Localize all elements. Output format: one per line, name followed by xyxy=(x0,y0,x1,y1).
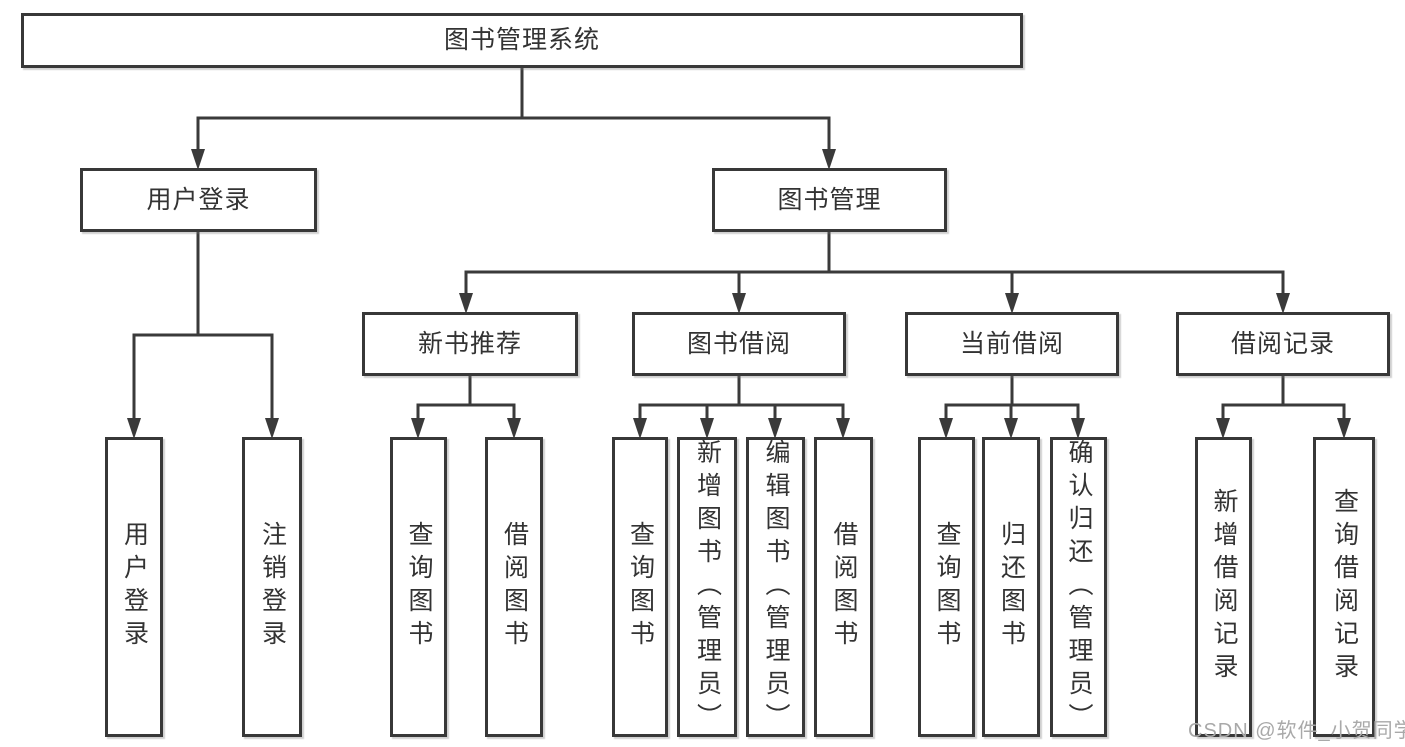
node-login: 用户登录 xyxy=(105,437,163,737)
node-br-query-record: 查询借阅记录 xyxy=(1313,437,1375,737)
node-bb-query-books: 查询图书 xyxy=(612,437,668,737)
node-bb-edit-books-label: 编辑图书（管理员） xyxy=(762,438,790,736)
node-logout-label: 注销登录 xyxy=(258,521,287,653)
node-cb-confirm-return-label: 确认归还（管理员） xyxy=(1065,438,1093,736)
node-borrow-records-label: 借阅记录 xyxy=(1230,329,1335,358)
node-book-mgmt: 图书管理 xyxy=(712,168,947,232)
node-cb-return-books-label: 归还图书 xyxy=(997,521,1026,653)
node-cb-query-books: 查询图书 xyxy=(918,437,975,737)
node-logout: 注销登录 xyxy=(242,437,302,737)
node-new-book-rec-label: 新书推荐 xyxy=(417,329,522,358)
node-user-login-label: 用户登录 xyxy=(146,185,251,214)
node-bb-borrow-books-label: 借阅图书 xyxy=(830,521,858,653)
node-bb-query-books-label: 查询图书 xyxy=(626,521,655,653)
node-current-borrow-label: 当前借阅 xyxy=(959,329,1064,358)
node-nbr-borrow-books-label: 借阅图书 xyxy=(500,521,529,653)
node-root: 图书管理系统 xyxy=(21,13,1023,68)
node-current-borrow: 当前借阅 xyxy=(905,312,1119,376)
node-bb-add-books-label: 新增图书（管理员） xyxy=(693,438,722,736)
node-br-add-record-label: 新增借阅记录 xyxy=(1210,488,1238,686)
node-cb-confirm-return: 确认归还（管理员） xyxy=(1050,437,1107,737)
node-book-borrow: 图书借阅 xyxy=(632,312,846,376)
node-book-borrow-label: 图书借阅 xyxy=(686,329,791,358)
watermark: CSDN @软件_小贺同学 xyxy=(1188,720,1405,742)
node-bb-add-books: 新增图书（管理员） xyxy=(677,437,737,737)
node-br-add-record: 新增借阅记录 xyxy=(1195,437,1252,737)
node-new-book-rec: 新书推荐 xyxy=(362,312,578,376)
node-nbr-borrow-books: 借阅图书 xyxy=(485,437,543,737)
node-login-label: 用户登录 xyxy=(120,521,149,653)
node-borrow-records: 借阅记录 xyxy=(1176,312,1390,376)
node-cb-query-books-label: 查询图书 xyxy=(933,521,961,653)
node-cb-return-books: 归还图书 xyxy=(982,437,1040,737)
node-book-mgmt-label: 图书管理 xyxy=(777,185,882,214)
node-nbr-query-books-label: 查询图书 xyxy=(405,521,433,653)
node-nbr-query-books: 查询图书 xyxy=(390,437,447,737)
node-br-query-record-label: 查询借阅记录 xyxy=(1330,488,1359,686)
node-root-label: 图书管理系统 xyxy=(443,26,600,54)
node-bb-edit-books: 编辑图书（管理员） xyxy=(746,437,805,737)
node-bb-borrow-books: 借阅图书 xyxy=(814,437,873,737)
node-user-login: 用户登录 xyxy=(80,168,317,232)
